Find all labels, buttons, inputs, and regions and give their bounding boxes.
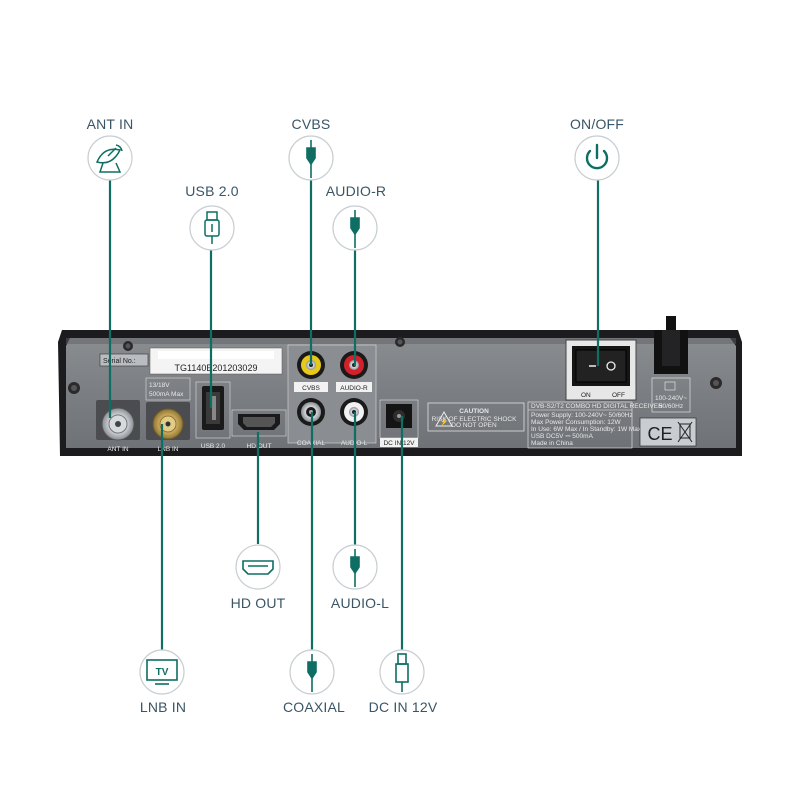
spec-line: In Use: 6W Max / In Standby: 1W Max: [531, 426, 642, 433]
receiver-device: Serial No.: TG1140E201203029 13/18V 500m…: [58, 316, 742, 456]
serial-label: Serial No.:: [103, 358, 136, 365]
spec-line: DVB-S2/T2 COMBO HD DIGITAL RECEIVER: [531, 403, 663, 410]
power-spec-1: 100-240V~: [655, 395, 687, 402]
power-switch: ON OFF: [565, 339, 637, 401]
callout-label-on-off: ON/OFF: [570, 116, 624, 132]
callout-label-usb: USB 2.0: [185, 183, 239, 199]
port-label-lnb-in: LNB IN: [158, 446, 179, 453]
spec-line: Power Supply: 100-240V~ 50/60Hz: [531, 412, 633, 419]
usb-port: USB 2.0: [195, 381, 231, 450]
hdmi-icon: [242, 560, 274, 575]
power-cord: [654, 316, 688, 374]
power-icon: [585, 143, 609, 170]
caution-label: ⚡ CAUTION RISK OF ELECTRIC SHOCK DO NOT …: [427, 402, 525, 432]
callout-ant-in: ANT IN: [87, 116, 134, 181]
screw-right: [710, 377, 722, 389]
screw-top-left: [123, 341, 133, 351]
ce-mark-text: CE: [647, 424, 672, 444]
port-label-usb: USB 2.0: [201, 443, 226, 450]
switch-on-label: ON: [581, 392, 591, 399]
port-label-cvbs: CVBS: [302, 385, 320, 392]
callout-hd-out: HD OUT: [231, 544, 286, 611]
rca-block: CVBS AUDIO-R COAXIAL AUDIO-L: [287, 344, 377, 447]
serial-number-sticker: Serial No.: TG1140E201203029: [99, 347, 283, 375]
callout-label-hd-out: HD OUT: [231, 595, 286, 611]
caution-line-1: RISK OF ELECTRIC SHOCK: [432, 416, 518, 423]
callout-on-off: ON/OFF: [570, 116, 624, 181]
spec-line: Max Power Consumption: 12W: [531, 419, 621, 426]
usb-icon: [204, 211, 220, 244]
port-label-dc-in: DC IN 12V: [383, 440, 415, 447]
callout-label-dc-in: DC IN 12V: [369, 699, 438, 715]
port-label-audio-r: AUDIO-R: [340, 385, 368, 392]
connector-lines: [108, 178, 600, 650]
rca-plug-icon: [307, 654, 317, 692]
callout-label-cvbs: CVBS: [292, 116, 331, 132]
lnb-spec-label: 13/18V 500mA Max: [145, 377, 191, 401]
switch-off-label: OFF: [612, 392, 625, 399]
screw-left: [68, 382, 80, 394]
caution-title: CAUTION: [459, 408, 489, 415]
callout-cvbs: CVBS: [288, 116, 334, 181]
callout-lnb-in: TV LNB IN: [139, 649, 186, 715]
callout-audio-l: AUDIO-L: [331, 544, 389, 611]
spec-line: USB DC5V ⎓ 500mA: [531, 433, 594, 440]
dc-plug-icon: [395, 653, 409, 692]
callout-label-audio-l: AUDIO-L: [331, 595, 389, 611]
spec-line: Made in China: [531, 440, 573, 447]
rca-plug-icon: [306, 140, 316, 178]
callout-label-coaxial: COAXIAL: [283, 699, 345, 715]
callout-label-ant-in: ANT IN: [87, 116, 134, 132]
callout-label-lnb-in: LNB IN: [140, 699, 186, 715]
rca-plug-icon: [350, 549, 360, 587]
satellite-dish-icon: [95, 144, 123, 173]
ant-in-port: ANT IN: [96, 400, 140, 453]
callout-coaxial: COAXIAL: [283, 649, 345, 715]
weee-bin-icon: [677, 421, 693, 443]
tv-icon-text: TV: [156, 667, 169, 678]
callout-dc-in: DC IN 12V: [369, 649, 438, 715]
serial-number: TG1140E201203029: [175, 363, 258, 373]
power-spec-2: 50/60Hz: [659, 403, 683, 410]
spec-block: DVB-S2/T2 COMBO HD DIGITAL RECEIVER Powe…: [527, 401, 663, 449]
ce-mark: CE: [639, 417, 697, 447]
port-label-ant-in: ANT IN: [107, 446, 128, 453]
caution-line-2: DO NOT OPEN: [451, 422, 497, 429]
callout-label-audio-r: AUDIO-R: [326, 183, 387, 199]
lnb-spec-1: 13/18V: [149, 382, 170, 389]
lnb-spec-2: 500mA Max: [149, 391, 184, 398]
power-rating-label: 100-240V~ 50/60Hz: [651, 377, 691, 413]
callout-usb: USB 2.0: [185, 183, 239, 251]
lnb-in-port: LNB IN: [146, 402, 190, 453]
screw-top-right: [395, 337, 405, 347]
callout-audio-r: AUDIO-R: [326, 183, 387, 251]
dc-in-port: DC IN 12V: [379, 399, 419, 447]
barcode: [158, 351, 274, 359]
caution-lightning-glyph: ⚡: [440, 418, 448, 426]
rca-plug-icon: [350, 210, 360, 248]
tv-icon: TV: [146, 659, 178, 685]
